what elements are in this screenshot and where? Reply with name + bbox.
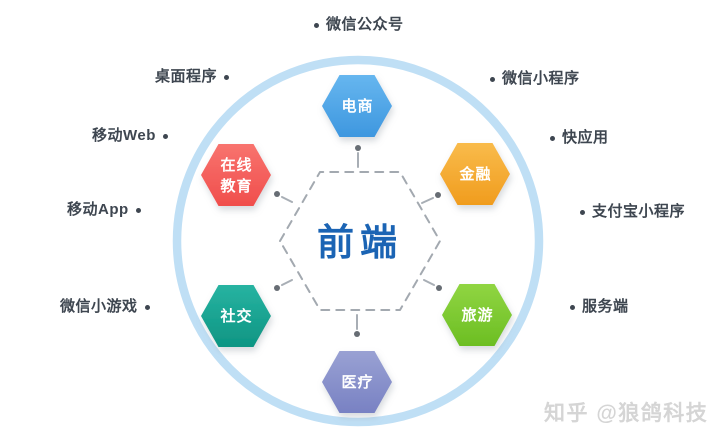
wechat-miniprogram-bullet-dot [490,76,495,82]
node-ecommerce: 电商 [322,75,392,137]
node-ecommerce-hexagon [322,75,392,137]
node-social-label: 社交 [219,307,252,325]
connector-dot [435,192,441,198]
watermark-zhihu: 知乎 @狼鸽科技 [544,402,709,425]
mobile-app-text: 移动App [67,201,129,218]
server-side-text: 服务端 [582,298,629,315]
connector-dot [436,285,442,291]
connector-line [423,279,435,286]
outer-label-mobile-web: 移动Web [92,125,168,147]
outer-label-server-side: 服务端 [570,296,629,318]
wechat-minigame-text: 微信小游戏 [60,298,138,315]
outer-label-wechat-miniprogram: 微信小程序 [490,68,580,90]
node-social-hexagon [201,285,271,347]
node-medical-label: 医疗 [341,373,373,391]
quick-app-text: 快应用 [562,129,609,146]
alipay-miniprogram-text: 支付宝小程序 [592,203,686,220]
wechat-official-account-bullet-dot [314,22,319,28]
node-travel-label: 旅游 [461,306,493,324]
connector-line [281,279,293,286]
center-dashed-hexagon [279,171,441,311]
node-finance-label: 金融 [458,165,491,183]
node-online-education-label: 在线 [220,156,252,174]
connector-line [281,196,293,203]
mobile-app-bullet-dot [135,207,141,213]
desktop-program-text: 桌面程序 [155,68,218,85]
wechat-official-account-text: 微信公众号 [326,16,404,33]
node-online-education-hexagon [201,144,271,206]
wechat-minigame-bullet-dot [144,304,150,310]
outer-label-alipay-miniprogram: 支付宝小程序 [580,201,685,223]
wechat-miniprogram-text: 微信小程序 [502,70,580,87]
outer-label-mobile-app: 移动App [67,199,141,221]
node-finance: 金融 [440,143,510,205]
outer-label-wechat-minigame: 微信小游戏 [60,296,150,318]
server-side-bullet-dot [570,304,575,310]
quick-app-bullet-dot [550,135,555,141]
connector-dots-and-lines [274,145,442,337]
connector-dot [355,145,361,151]
connector-line [421,197,434,204]
connector-dot [274,191,280,197]
alipay-miniprogram-bullet-dot [580,209,585,215]
node-finance-hexagon [440,143,510,205]
outer-ring-circle [172,55,544,427]
connector-dot [274,285,280,291]
outer-label-wechat-official-account: 微信公众号 [314,14,404,36]
mobile-web-bullet-dot [162,133,168,139]
outer-label-desktop-program: 桌面程序 [155,66,230,88]
node-medical-hexagon [322,351,392,413]
center-label: 前端 [317,222,403,263]
mobile-web-text: 移动Web [92,127,156,144]
outer-label-quick-app: 快应用 [550,127,609,149]
connector-dot [354,331,360,337]
desktop-program-bullet-dot [224,74,230,80]
node-online-education-label: 教育 [219,177,252,195]
node-ecommerce-label: 电商 [341,97,373,115]
node-travel: 旅游 [442,284,512,346]
node-travel-hexagon [442,284,512,346]
node-medical: 医疗 [322,351,392,413]
node-social: 社交 [201,285,271,347]
